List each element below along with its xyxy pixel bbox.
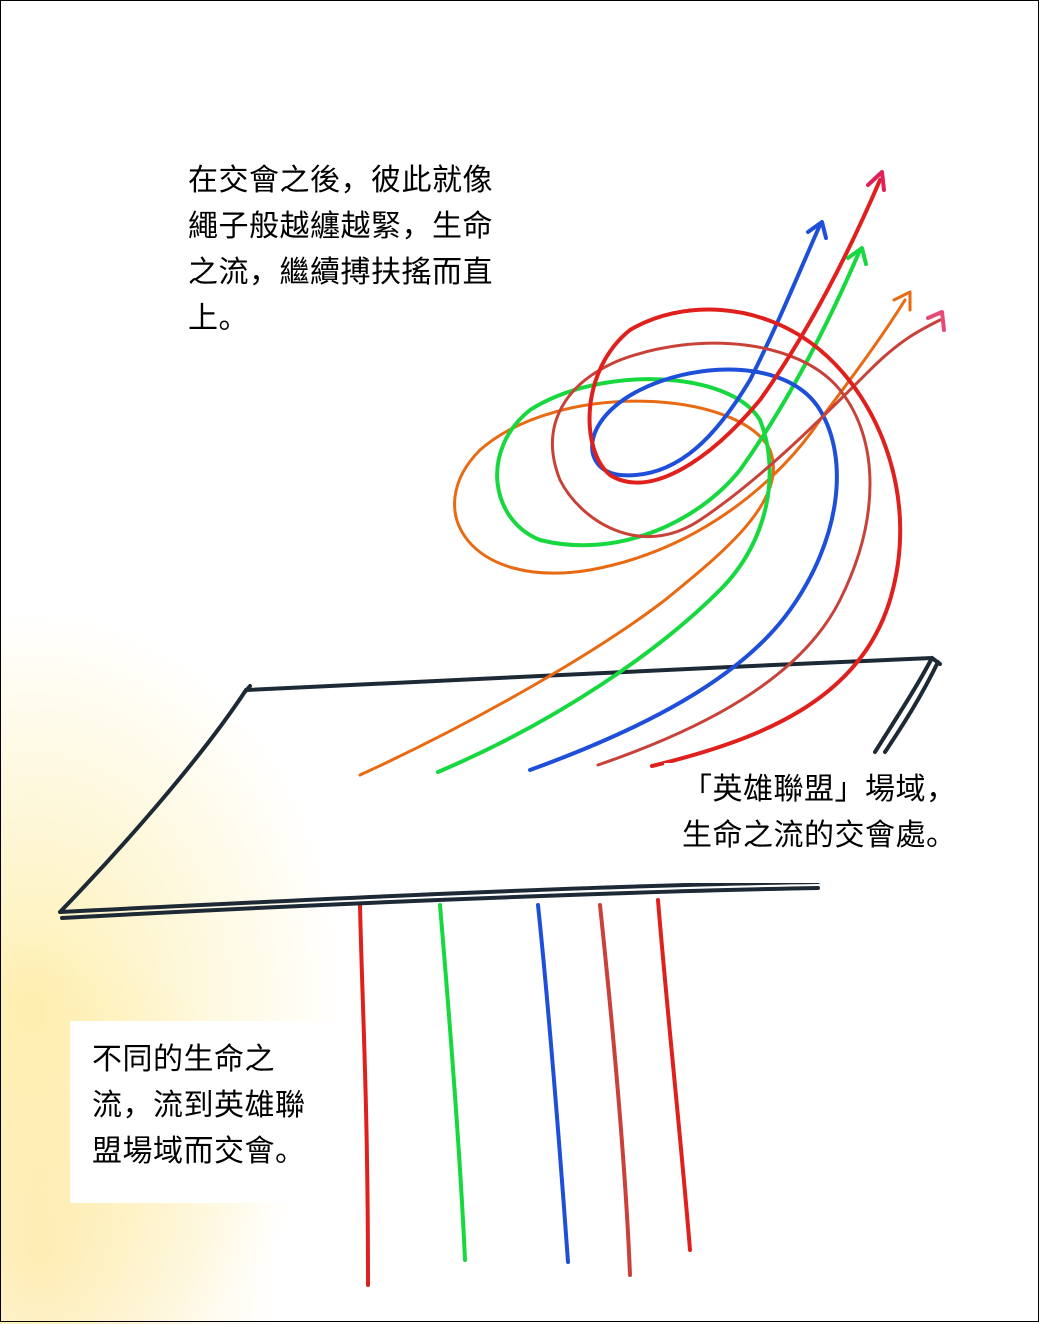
stream-red2-lower <box>656 898 692 1252</box>
stream-blue <box>528 223 839 772</box>
stream-blue-lower <box>536 903 570 1264</box>
arrow-head-icon <box>892 290 912 312</box>
field-table-top <box>58 656 942 920</box>
caption-field-meeting-point: 「英雄聯盟」場域， 生命之流的交會處。 <box>664 763 974 883</box>
arrow-head-icon <box>846 246 868 266</box>
stream-red-lower <box>358 903 370 1287</box>
caption-streams-converge: 不同的生命之 流，流到英雄聯 盟場域而交會。 <box>70 1021 340 1203</box>
stream-orange <box>358 298 907 777</box>
stream-brown-lower <box>598 903 632 1277</box>
arrow-head-icon <box>866 170 886 192</box>
stream-green-lower <box>438 903 467 1262</box>
stream-red <box>587 178 903 768</box>
stream-green <box>436 248 862 774</box>
caption-intertwine: 在交會之後，彼此就像 繩子般越纏越緊，生命 之流，繼續搏扶搖而直 上。 <box>188 163 493 336</box>
arrow-head-icon <box>926 310 946 332</box>
arrow-head-icon <box>806 220 828 240</box>
